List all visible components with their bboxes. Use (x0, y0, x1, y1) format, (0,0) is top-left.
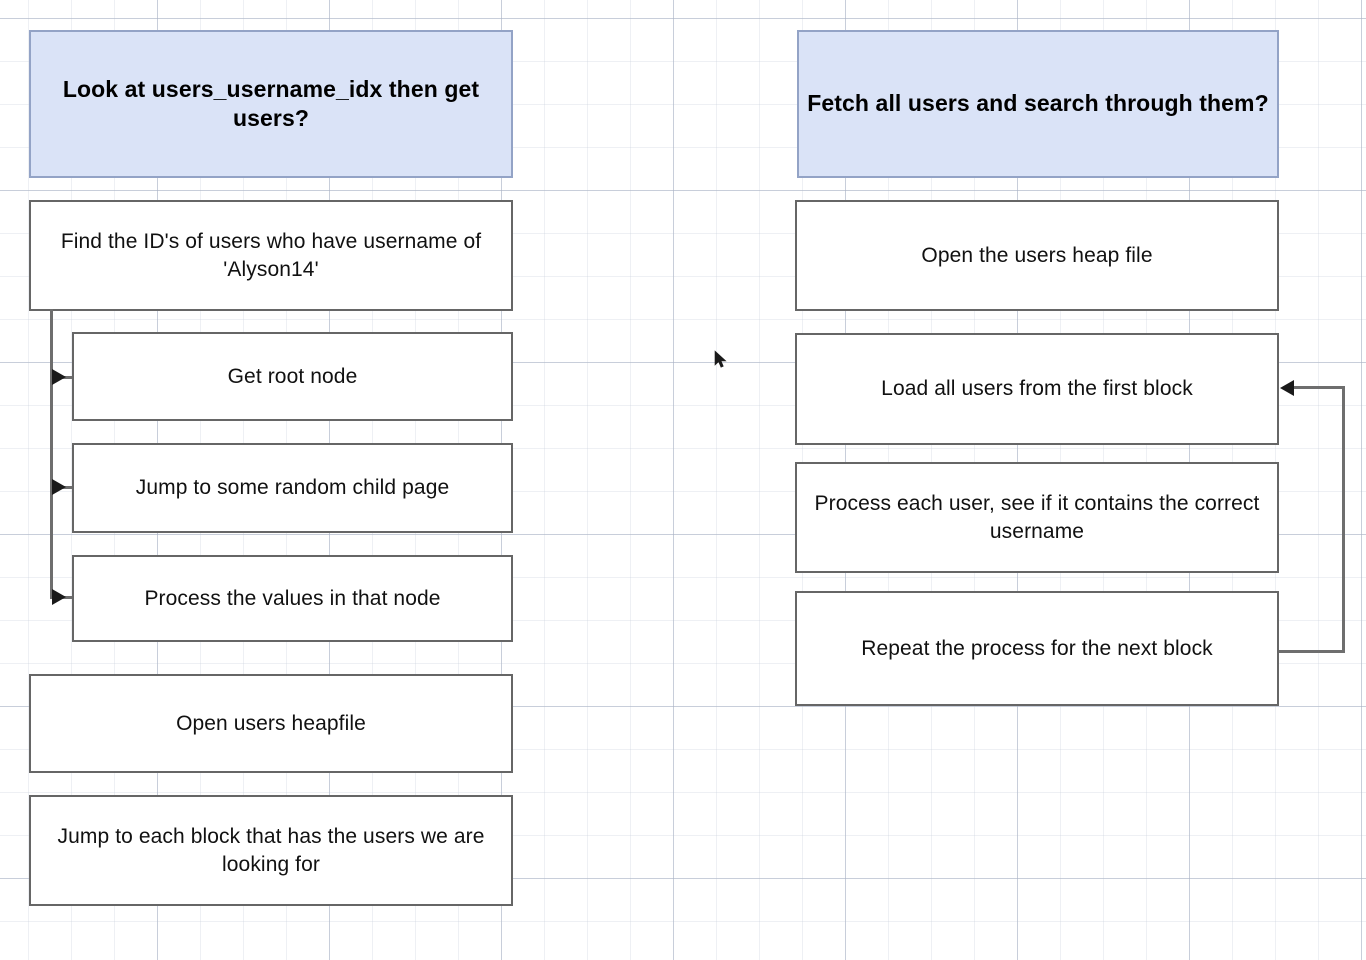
node-process-values[interactable]: Process the values in that node (72, 555, 513, 642)
node-get-root-node-label: Get root node (227, 364, 358, 388)
node-get-root-node[interactable]: Get root node (72, 332, 513, 421)
node-open-heap-file[interactable]: Open the users heap file (795, 200, 1279, 311)
arrow-right-icon-to-jump-random-child (52, 479, 66, 495)
node-load-first-block[interactable]: Load all users from the first block (795, 333, 1279, 445)
node-jump-random-child[interactable]: Jump to some random child page (72, 443, 513, 533)
node-jump-each-block[interactable]: Jump to each block that has the users we… (29, 795, 513, 906)
node-process-each-user-label: Process each user, see if it contains th… (814, 492, 1260, 543)
column-header-full-scan[interactable]: Fetch all users and search through them? (797, 30, 1279, 178)
node-repeat-next-block-label: Repeat the process for the next block (861, 636, 1213, 660)
arrow-right-icon-to-process-values (52, 589, 66, 605)
node-jump-random-child-label: Jump to some random child page (135, 476, 450, 500)
node-find-ids[interactable]: Find the ID's of users who have username… (29, 200, 513, 311)
node-open-users-heapfile[interactable]: Open users heapfile (29, 674, 513, 773)
column-header-index-scan[interactable]: Look at users_username_idx then get user… (29, 30, 513, 178)
node-repeat-next-block[interactable]: Repeat the process for the next block (795, 591, 1279, 706)
connector-loop-in-load-first-block (1294, 386, 1345, 389)
node-process-values-label: Process the values in that node (144, 586, 441, 610)
node-find-ids-label: Find the ID's of users who have username… (60, 230, 482, 281)
node-open-users-heapfile-label: Open users heapfile (176, 711, 366, 735)
column-header-index-scan-label: Look at users_username_idx then get user… (62, 75, 480, 131)
connector-loop-riser (1342, 386, 1345, 653)
arrow-left-icon-to-load-first-block (1280, 380, 1294, 396)
arrow-right-icon-to-get-root-node (52, 369, 66, 385)
column-header-full-scan-label: Fetch all users and search through them? (807, 90, 1269, 117)
connector-trunk-index-scan (50, 309, 53, 599)
node-process-each-user[interactable]: Process each user, see if it contains th… (795, 462, 1279, 573)
node-jump-each-block-label: Jump to each block that has the users we… (57, 825, 485, 876)
node-load-first-block-label: Load all users from the first block (881, 377, 1193, 401)
node-open-heap-file-label: Open the users heap file (921, 243, 1153, 267)
connector-loop-out-repeat-next-block (1279, 650, 1345, 653)
